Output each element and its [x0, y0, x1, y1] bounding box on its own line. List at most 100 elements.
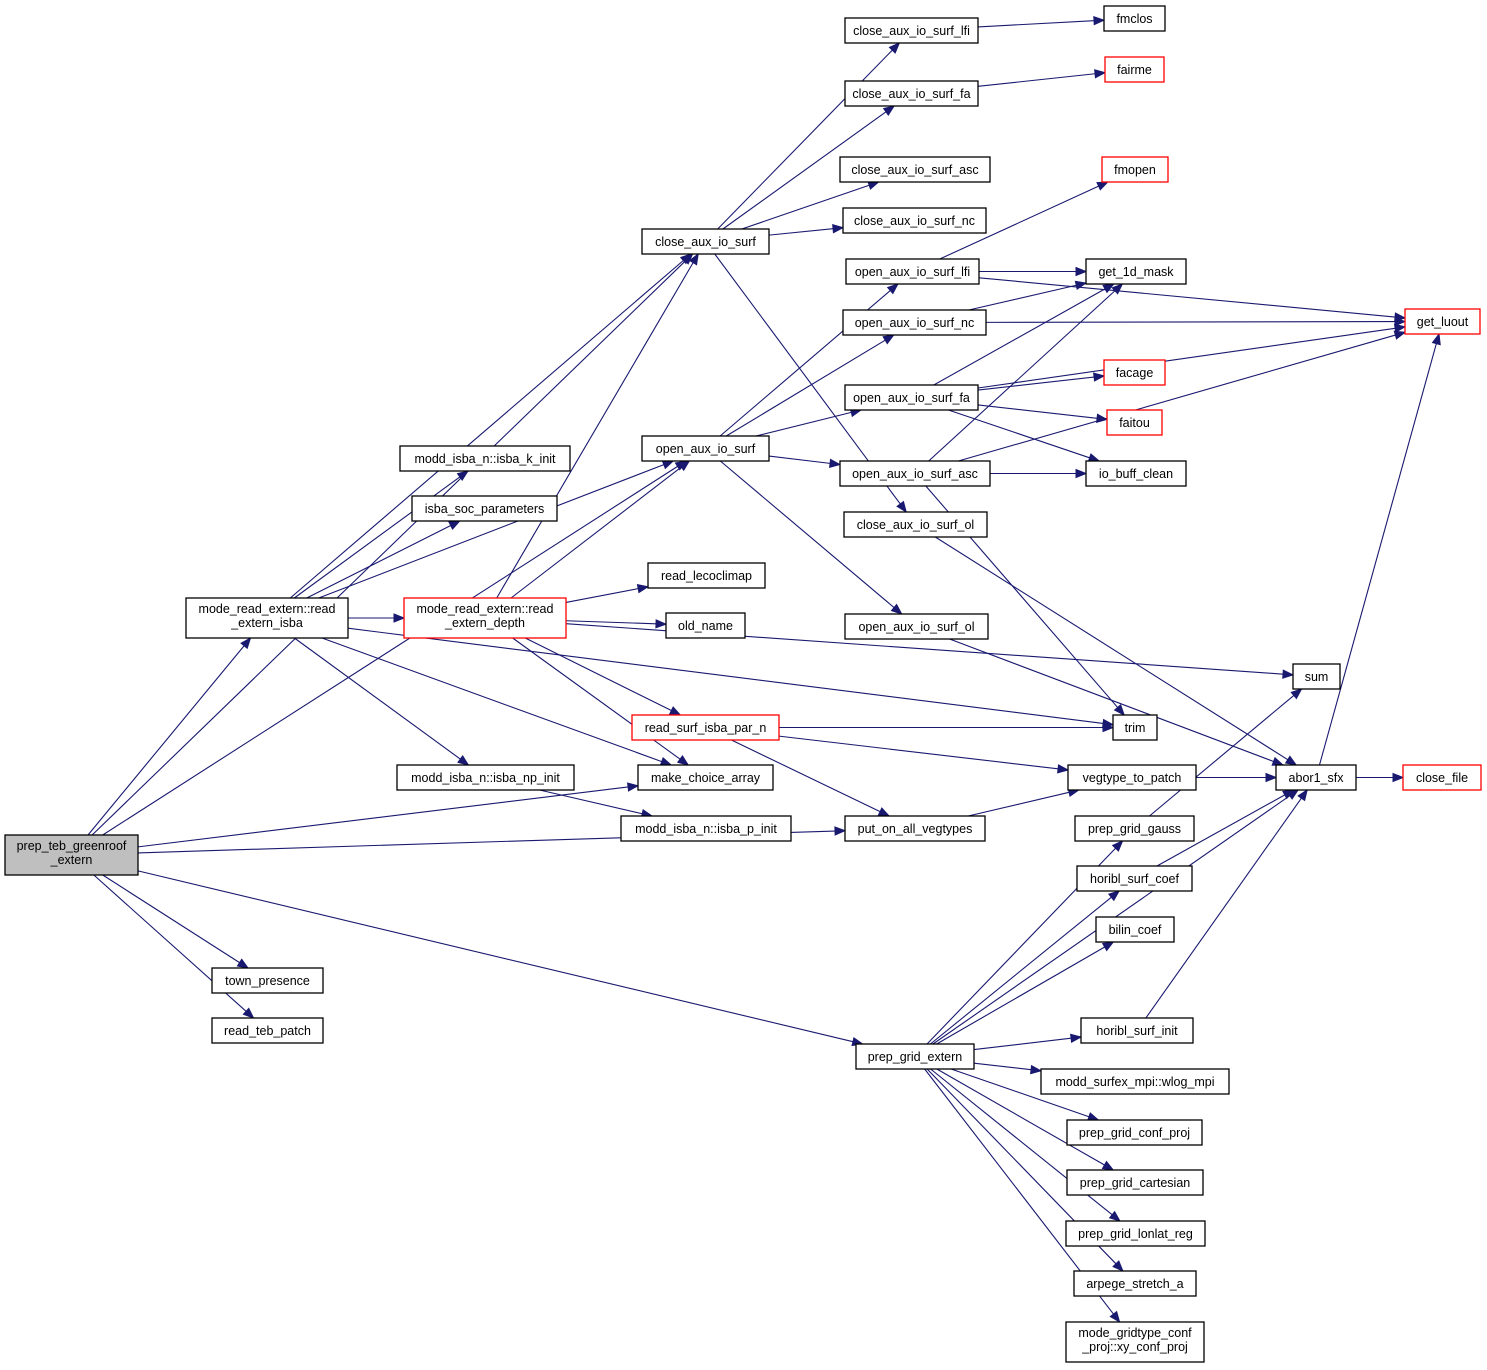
node-box[interactable] — [1275, 764, 1357, 791]
node-bilin_coef[interactable]: bilin_coef — [1095, 916, 1175, 943]
node-horibl_coef[interactable]: horibl_surf_coef — [1076, 865, 1193, 892]
node-box[interactable] — [620, 815, 792, 842]
node-box[interactable] — [185, 597, 349, 639]
node-get_1d_mask[interactable]: get_1d_mask — [1085, 258, 1187, 285]
node-box[interactable] — [845, 258, 980, 285]
node-box[interactable] — [396, 764, 575, 791]
node-box[interactable] — [1106, 409, 1163, 436]
node-close_aux[interactable]: close_aux_io_surf — [641, 228, 770, 255]
node-box[interactable] — [641, 435, 770, 462]
node-box[interactable] — [1103, 359, 1166, 386]
node-close_ol[interactable]: close_aux_io_surf_ol — [843, 511, 988, 538]
node-box[interactable] — [1080, 1017, 1194, 1044]
node-box[interactable] — [1073, 1270, 1197, 1297]
node-box[interactable] — [1074, 815, 1195, 842]
node-town_presence[interactable]: town_presence — [211, 967, 324, 994]
node-box[interactable] — [842, 207, 987, 234]
node-box[interactable] — [839, 156, 991, 183]
node-close_asc[interactable]: close_aux_io_surf_asc — [839, 156, 991, 183]
node-put_on_all[interactable]: put_on_all_vegtypes — [844, 815, 986, 842]
node-box[interactable] — [411, 495, 558, 522]
node-isba_k_init[interactable]: modd_isba_n::isba_k_init — [399, 445, 571, 472]
node-box[interactable] — [631, 714, 780, 741]
node-box[interactable] — [1065, 1321, 1205, 1363]
node-abor1_sfx[interactable]: abor1_sfx — [1275, 764, 1357, 791]
node-get_luout[interactable]: get_luout — [1404, 308, 1481, 335]
node-open_lfi[interactable]: open_aux_io_surf_lfi — [845, 258, 980, 285]
node-box[interactable] — [1402, 764, 1482, 791]
node-box[interactable] — [211, 967, 324, 994]
node-close_fa[interactable]: close_aux_io_surf_fa — [844, 80, 979, 107]
node-box[interactable] — [843, 511, 988, 538]
node-close_lfi[interactable]: close_aux_io_surf_lfi — [844, 17, 979, 44]
node-close_file[interactable]: close_file — [1402, 764, 1482, 791]
node-box[interactable] — [1065, 1220, 1206, 1247]
node-fmopen[interactable]: fmopen — [1101, 156, 1169, 183]
node-box[interactable] — [1104, 56, 1165, 83]
node-read_lecoclimap[interactable]: read_lecoclimap — [647, 562, 766, 589]
node-box[interactable] — [1085, 460, 1187, 487]
node-isba_soc[interactable]: isba_soc_parameters — [411, 495, 558, 522]
node-open_aux[interactable]: open_aux_io_surf — [641, 435, 770, 462]
node-lonlat_reg[interactable]: prep_grid_lonlat_reg — [1065, 1220, 1206, 1247]
node-box[interactable] — [403, 597, 567, 639]
node-fairme[interactable]: fairme — [1104, 56, 1165, 83]
node-close_nc[interactable]: close_aux_io_surf_nc — [842, 207, 987, 234]
node-xy_conf_proj[interactable]: mode_gridtype_conf_proj::xy_conf_proj — [1065, 1321, 1205, 1363]
node-sum[interactable]: sum — [1292, 663, 1341, 690]
node-box[interactable] — [1040, 1068, 1230, 1095]
node-open_nc[interactable]: open_aux_io_surf_nc — [842, 309, 987, 336]
node-faitou[interactable]: faitou — [1106, 409, 1163, 436]
node-box[interactable] — [399, 445, 571, 472]
node-box[interactable] — [1095, 916, 1175, 943]
node-box[interactable] — [1404, 308, 1481, 335]
node-box[interactable] — [1067, 764, 1197, 791]
node-horibl_init[interactable]: horibl_surf_init — [1080, 1017, 1194, 1044]
node-box[interactable] — [1101, 156, 1169, 183]
node-isba_p_init[interactable]: modd_isba_n::isba_p_init — [620, 815, 792, 842]
node-box[interactable] — [844, 384, 979, 411]
node-conf_proj[interactable]: prep_grid_conf_proj — [1066, 1119, 1203, 1146]
node-box[interactable] — [1076, 865, 1193, 892]
node-facage[interactable]: facage — [1103, 359, 1166, 386]
node-old_name[interactable]: old_name — [665, 612, 746, 639]
node-wlog_mpi[interactable]: modd_surfex_mpi::wlog_mpi — [1040, 1068, 1230, 1095]
node-box[interactable] — [842, 309, 987, 336]
node-read_surf_isba[interactable]: read_surf_isba_par_n — [631, 714, 780, 741]
node-read_teb_patch[interactable]: read_teb_patch — [211, 1017, 324, 1044]
node-box[interactable] — [1066, 1169, 1204, 1196]
node-box[interactable] — [665, 612, 746, 639]
node-trim[interactable]: trim — [1112, 714, 1158, 741]
node-box[interactable] — [839, 460, 991, 487]
node-prep_grid_gauss[interactable]: prep_grid_gauss — [1074, 815, 1195, 842]
node-box[interactable] — [1066, 1119, 1203, 1146]
node-box[interactable] — [641, 228, 770, 255]
node-box[interactable] — [855, 1043, 975, 1070]
node-box[interactable] — [4, 834, 139, 876]
node-box[interactable] — [637, 764, 774, 791]
node-open_asc[interactable]: open_aux_io_surf_asc — [839, 460, 991, 487]
node-mre_depth[interactable]: mode_read_extern::read_extern_depth — [403, 597, 567, 639]
node-box[interactable] — [1112, 714, 1158, 741]
node-mre_isba[interactable]: mode_read_extern::read_extern_isba — [185, 597, 349, 639]
node-cartesian[interactable]: prep_grid_cartesian — [1066, 1169, 1204, 1196]
node-isba_np_init[interactable]: modd_isba_n::isba_np_init — [396, 764, 575, 791]
node-fmclos[interactable]: fmclos — [1103, 5, 1166, 32]
node-box[interactable] — [1103, 5, 1166, 32]
node-open_fa[interactable]: open_aux_io_surf_fa — [844, 384, 979, 411]
node-open_ol[interactable]: open_aux_io_surf_ol — [844, 613, 989, 640]
node-box[interactable] — [647, 562, 766, 589]
node-arpege[interactable]: arpege_stretch_a — [1073, 1270, 1197, 1297]
node-box[interactable] — [1292, 663, 1341, 690]
node-box[interactable] — [1085, 258, 1187, 285]
node-box[interactable] — [844, 613, 989, 640]
node-box[interactable] — [844, 815, 986, 842]
node-box[interactable] — [844, 17, 979, 44]
node-vegtype_to_patch[interactable]: vegtype_to_patch — [1067, 764, 1197, 791]
node-prep_grid_extern[interactable]: prep_grid_extern — [855, 1043, 975, 1070]
node-io_buff_clean[interactable]: io_buff_clean — [1085, 460, 1187, 487]
node-make_choice[interactable]: make_choice_array — [637, 764, 774, 791]
node-box[interactable] — [844, 80, 979, 107]
node-box[interactable] — [211, 1017, 324, 1044]
node-root[interactable]: prep_teb_greenroof_extern — [4, 834, 139, 876]
